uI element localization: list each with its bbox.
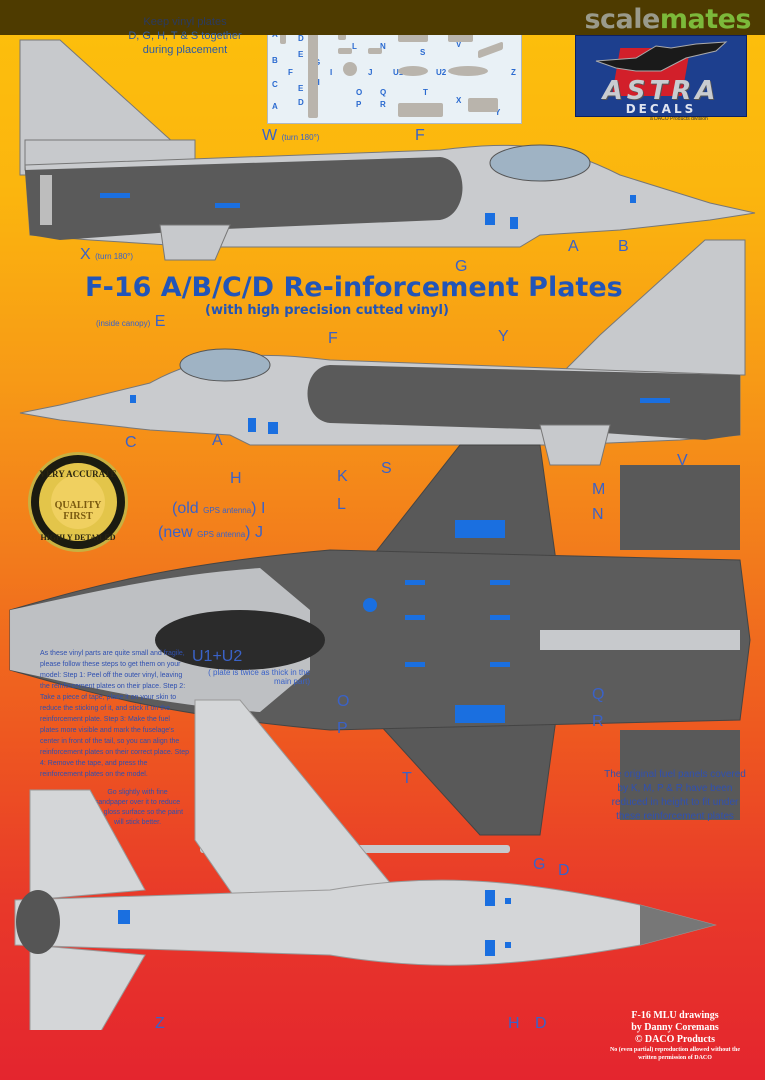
label-m: M xyxy=(592,481,606,498)
logo-tagline: a DACO Products division xyxy=(650,116,708,122)
label-y: Y xyxy=(498,328,509,345)
label-b: B xyxy=(618,238,629,255)
label-h-2: H xyxy=(508,1015,520,1032)
label-f-2: F xyxy=(328,330,338,347)
scalemates-watermark[interactable]: scalemates xyxy=(584,4,751,35)
label-a: A xyxy=(568,238,579,255)
label-d-2: D xyxy=(535,1015,547,1032)
top-view-aircraft xyxy=(9,444,751,853)
top-banner xyxy=(0,0,765,35)
side-view-aircraft-2 xyxy=(19,239,746,466)
label-z: Z xyxy=(155,1015,165,1032)
label-v: V xyxy=(677,452,688,469)
astra-decals-logo: ASTRA DECALS xyxy=(575,35,747,117)
side-view-aircraft-1 xyxy=(19,39,756,261)
label-l: L xyxy=(337,496,346,513)
label-d-1: D xyxy=(558,862,570,879)
bottom-view-aircraft xyxy=(14,699,717,1030)
label-h: H xyxy=(230,470,242,487)
label-e: (inside canopy) E xyxy=(96,313,166,330)
label-n: N xyxy=(592,506,604,523)
label-u1-u2: U1+U2 xyxy=(192,648,243,665)
label-t: T xyxy=(402,770,412,787)
label-i: (old GPS antenna) I xyxy=(172,500,266,517)
label-u-note: ( plate is twice as thick in the main pa… xyxy=(208,668,310,686)
sanding-note: Go slightly with fine sandpaper over it … xyxy=(91,789,184,826)
fuel-panels-note: The original fuel panels covered by K, M… xyxy=(604,769,746,822)
label-g-2: G xyxy=(533,856,546,873)
label-a-2: A xyxy=(212,432,223,449)
label-o: O xyxy=(337,693,350,710)
label-k: K xyxy=(337,468,348,485)
instructions-text: As these vinyl parts are quite small and… xyxy=(40,650,190,778)
label-r: R xyxy=(592,713,604,730)
label-x: X (turn 180°) xyxy=(80,246,134,263)
label-w: W (turn 180°) xyxy=(262,127,320,144)
page-title: F-16 A/B/C/D Re-inforcement Plates xyxy=(85,272,623,303)
label-j: (new GPS antenna) J xyxy=(158,524,263,541)
label-p: P xyxy=(337,720,348,737)
label-c: C xyxy=(125,434,137,451)
jet-silhouette-icon xyxy=(595,41,728,72)
label-s: S xyxy=(381,460,392,477)
page-subtitle: (with high precision cutted vinyl) xyxy=(205,303,449,318)
keep-together-note: Keep vinyl plates D, G, H, T & S togethe… xyxy=(128,16,242,56)
credits: F-16 MLU drawings by Danny Coremans © DA… xyxy=(609,1010,741,1061)
label-f: F xyxy=(415,127,425,144)
label-q: Q xyxy=(592,686,605,703)
label-g: G xyxy=(455,258,468,275)
